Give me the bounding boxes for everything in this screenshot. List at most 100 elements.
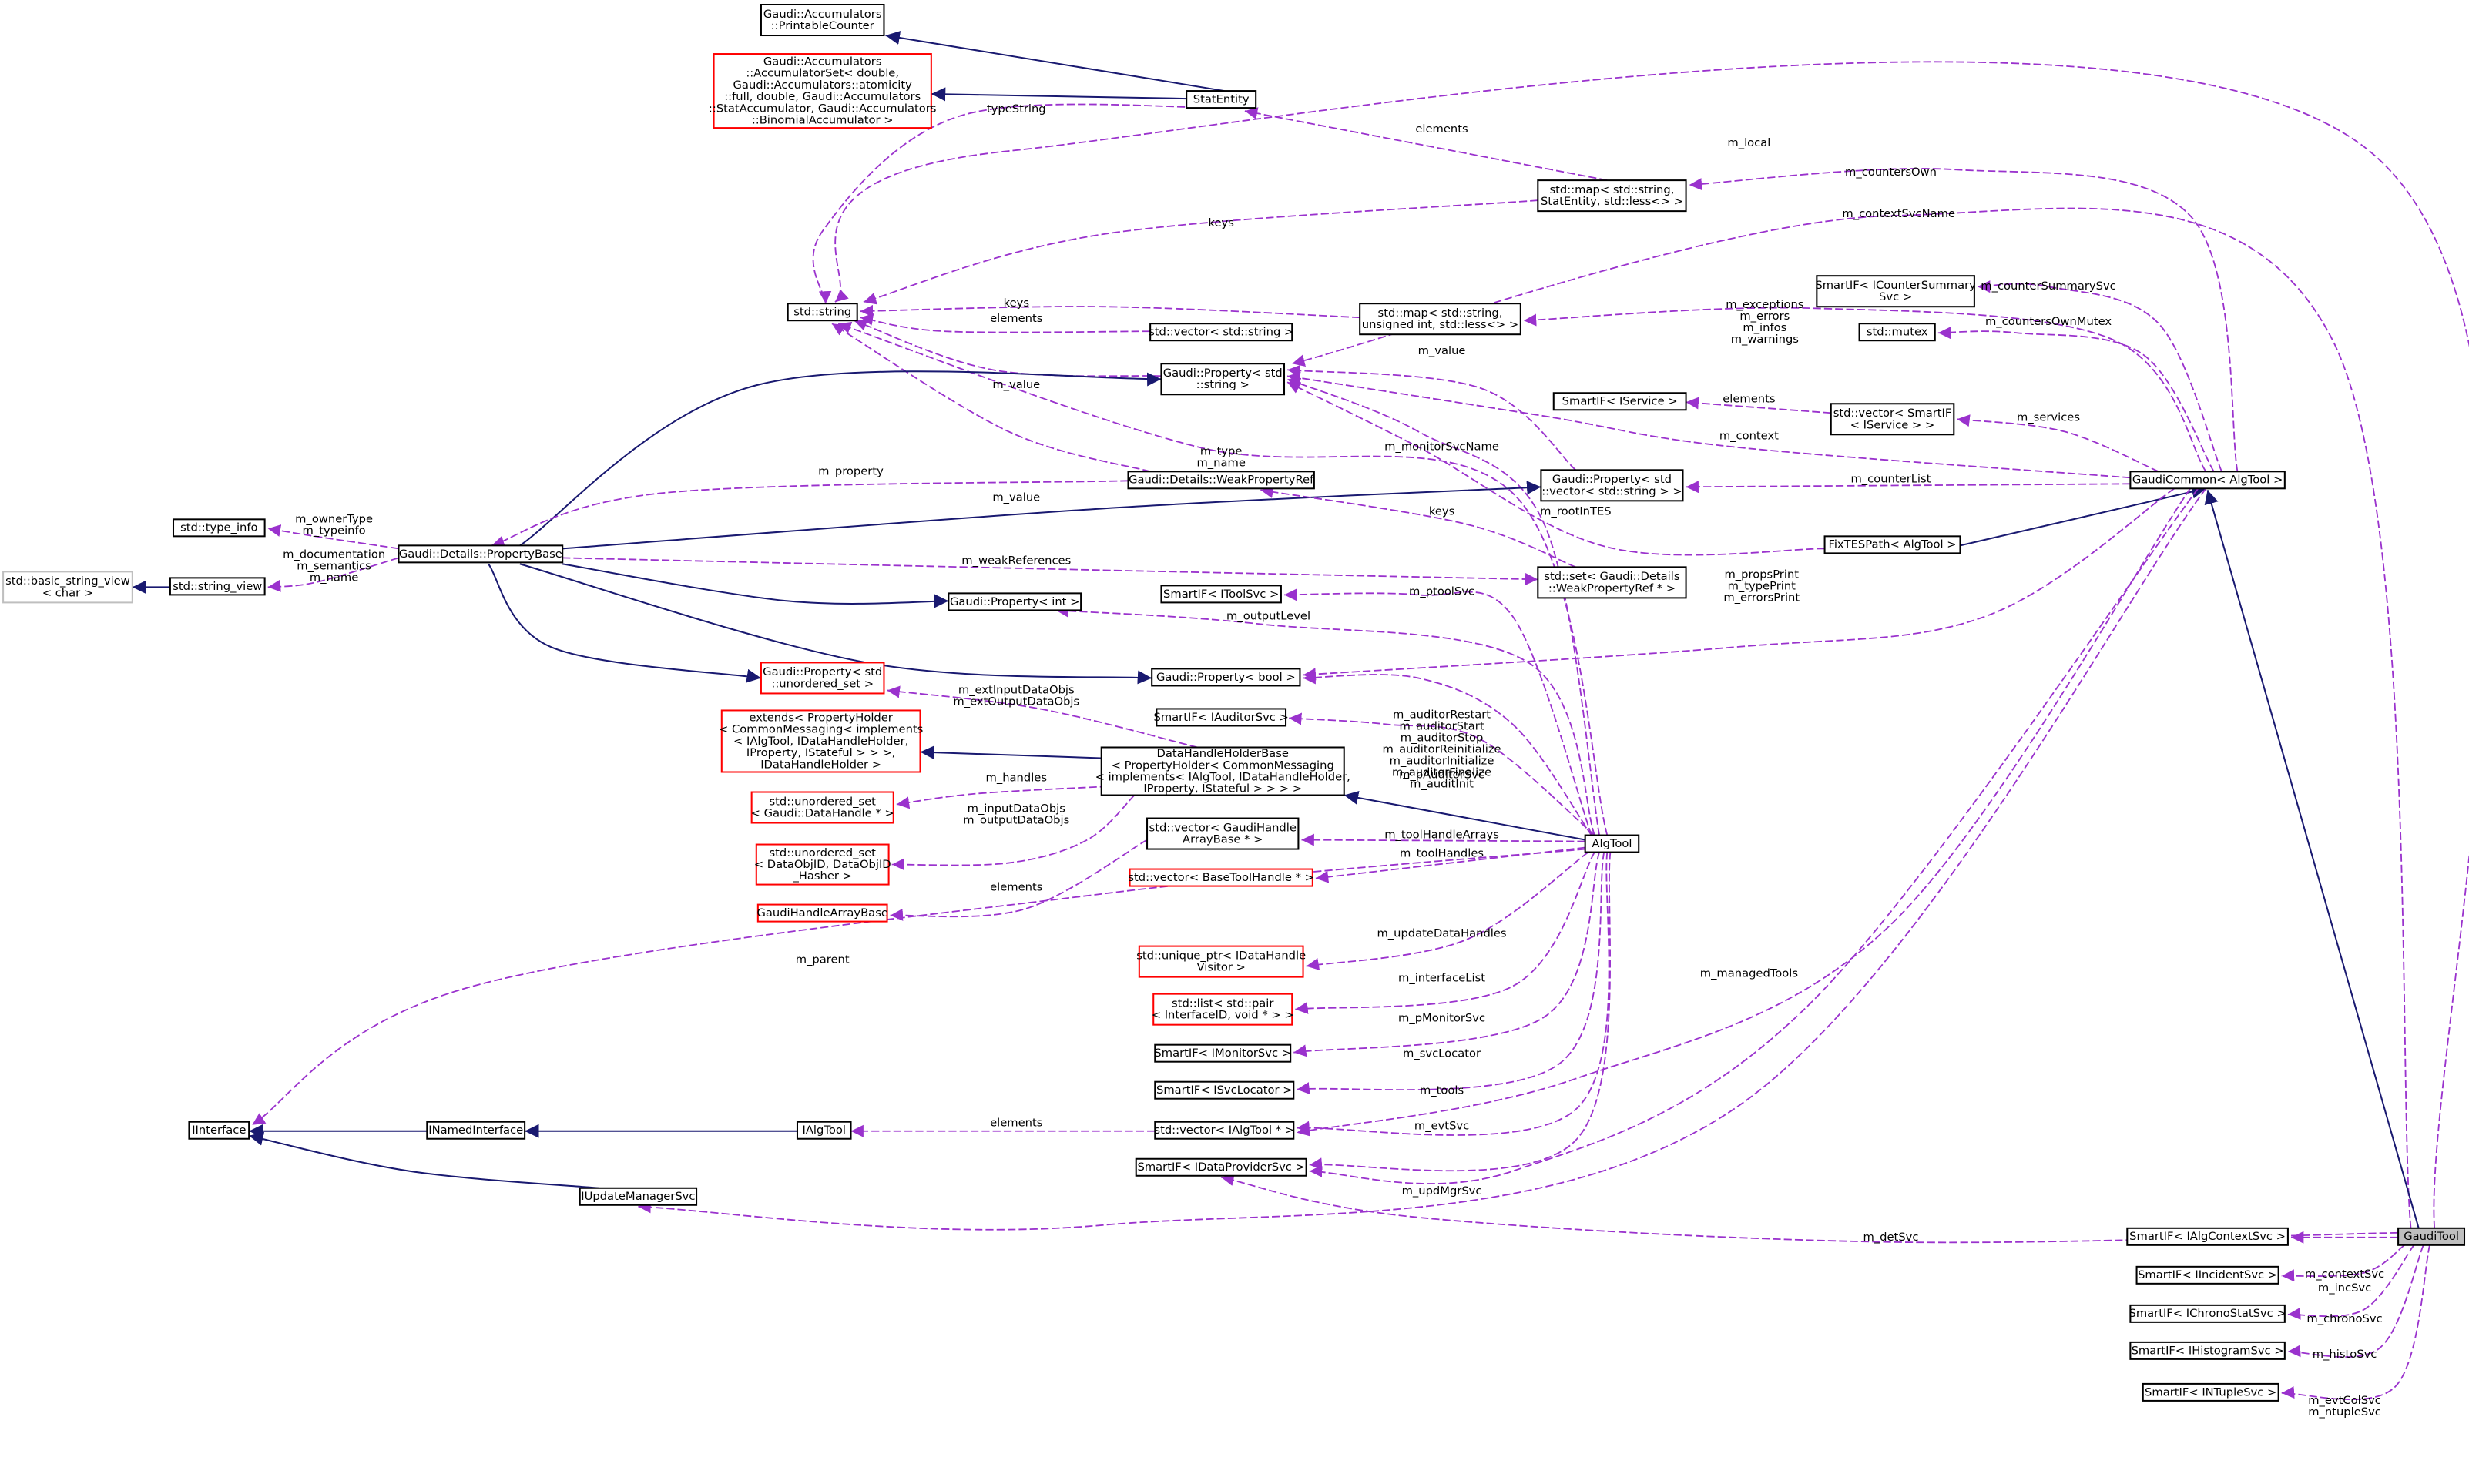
class-node-label: IDataHandleHolder >	[760, 758, 881, 771]
class-node-sihisto[interactable]: SmartIF< IHistogramSvc >	[2129, 1341, 2286, 1360]
edge-label-line: m_ntupleSvc	[2308, 1405, 2381, 1419]
class-node-simonitor[interactable]: SmartIF< IMonitorSvc >	[1154, 1043, 1292, 1063]
class-node-mutex[interactable]: std::mutex	[1858, 323, 1936, 342]
class-node-siincident[interactable]: SmartIF< IIncidentSvc >	[2135, 1265, 2279, 1285]
class-node-sitoolsvc[interactable]: SmartIF< IToolSvc >	[1160, 585, 1282, 604]
class-node-label: ::WeakPropertyRef * >	[1548, 582, 1676, 595]
usage-edge-mapstat-to-string	[863, 199, 1538, 305]
class-node-bsv[interactable]: std::basic_string_view< char >	[2, 571, 133, 604]
usage-edge-vecgha-to-ghab	[890, 839, 1148, 921]
class-node-label: SmartIF< IMonitorSvc >	[1154, 1047, 1291, 1060]
inheritance-edge-dhhb-to-extends	[920, 745, 1102, 760]
edge-label-5: m_contextSvcName	[1842, 207, 1955, 220]
class-node-printable[interactable]: Gaudi::Accumulators::PrintableCounter	[760, 4, 885, 37]
class-node-box	[169, 577, 266, 596]
usage-edge-vecstr-to-string	[860, 313, 1151, 333]
class-node-label: SmartIF< IIncidentSvc >	[2138, 1268, 2277, 1281]
class-node-statentity[interactable]: StatEntity	[1186, 90, 1257, 109]
class-node-sisvclocator[interactable]: SmartIF< ISvcLocator >	[1154, 1080, 1295, 1100]
class-node-label: ::full, double, Gaudi::Accumulators	[724, 90, 921, 103]
edge-label-40: m_interfaceList	[1398, 972, 1485, 985]
usage-edge-fixtes-to-propstr	[1286, 381, 1825, 556]
class-node-fixtes[interactable]: FixTESPath< AlgTool >	[1823, 535, 1961, 554]
class-node-mapuint[interactable]: std::map< std::string,unsigned int, std:…	[1359, 303, 1521, 336]
class-node-box	[2397, 1227, 2466, 1246]
class-node-inamed[interactable]: INamedInterface	[426, 1121, 526, 1140]
edge-label-0: typeString	[987, 102, 1046, 116]
class-node-algtool[interactable]: AlgTool	[1584, 834, 1640, 853]
class-node-sintuple[interactable]: SmartIF< INTupleSvc >	[2142, 1382, 2279, 1402]
class-node-siauditor[interactable]: SmartIF< IAuditorSvc >	[1154, 708, 1289, 727]
edge-label-line: m_updateDataHandles	[1377, 927, 1506, 940]
edge-label-line: m_pAuditorSvc	[1399, 769, 1484, 782]
class-node-gaudicommon[interactable]: GaudiCommon< AlgTool >	[2129, 471, 2286, 490]
class-node-box	[755, 843, 890, 886]
class-node-box	[172, 518, 266, 538]
usage-edge-algtool-to-sisvclocator	[1297, 852, 1605, 1095]
class-node-box	[1154, 1080, 1295, 1100]
usage-edge-gaudicommon-to-vecialgtool	[1297, 487, 2191, 1137]
edge-label-line: typeString	[987, 102, 1046, 116]
class-node-siservice[interactable]: SmartIF< IService >	[1552, 392, 1687, 411]
class-node-unsetdo[interactable]: std::unordered_set< DataObjID, DataObjID…	[754, 843, 891, 886]
class-node-propbase[interactable]: Gaudi::Details::PropertyBase	[398, 544, 564, 564]
class-node-listpair[interactable]: std::list< std::pair< InterfaceID, void …	[1152, 993, 1294, 1026]
class-node-sialgctx[interactable]: SmartIF< IAlgContextSvc >	[2126, 1227, 2289, 1246]
inheritance-edge-algtool-to-dhhb	[1344, 791, 1585, 841]
class-node-vecbth[interactable]: std::vector< BaseToolHandle * >	[1128, 868, 1314, 887]
class-node-sv[interactable]: std::string_view	[169, 577, 266, 596]
class-node-string[interactable]: std::string	[787, 303, 858, 322]
class-node-label: SmartIF< IToolSvc >	[1163, 588, 1279, 601]
edge-label-line: m_name	[1196, 456, 1245, 469]
class-node-iinterface[interactable]: IInterface	[188, 1121, 250, 1140]
class-node-mapstat[interactable]: std::map< std::string,StatEntity, std::l…	[1537, 179, 1687, 213]
edge-label-line: m_svcLocator	[1403, 1047, 1481, 1060]
class-node-box	[1537, 566, 1687, 599]
class-node-weakref[interactable]: Gaudi::Details::WeakPropertyRef	[1127, 471, 1315, 490]
class-node-box	[579, 1187, 698, 1206]
class-node-propstr[interactable]: Gaudi::Property< std::string >	[1160, 363, 1286, 396]
class-node-label: SmartIF< INTupleSvc >	[2145, 1385, 2276, 1399]
class-node-box	[720, 709, 921, 773]
class-node-sichrono[interactable]: SmartIF< IChronoStatSvc >	[2129, 1304, 2286, 1323]
class-node-propint[interactable]: Gaudi::Property< int >	[948, 592, 1082, 611]
class-node-vecgha[interactable]: std::vector< GaudiHandleArrayBase * >	[1146, 817, 1300, 850]
class-node-ghab[interactable]: GaudiHandleArrayBase	[756, 903, 888, 923]
class-node-iupdmgr[interactable]: IUpdateManagerSvc	[579, 1187, 698, 1206]
class-node-vecsiservice[interactable]: std::vector< SmartIF< IService > >	[1830, 403, 1955, 436]
class-node-vecstr[interactable]: std::vector< std::string >	[1149, 323, 1293, 342]
class-node-typeinfo[interactable]: std::type_info	[172, 518, 266, 538]
class-node-vecialgtool[interactable]: std::vector< IAlgTool * >	[1154, 1121, 1295, 1140]
class-node-extends[interactable]: extends< PropertyHolder< CommonMessaging…	[719, 709, 923, 773]
class-node-unsetdh[interactable]: std::unordered_set< Gaudi::DataHandle * …	[750, 791, 894, 824]
class-node-box	[1540, 469, 1684, 502]
edge-label-line: m_countersOwnMutex	[1985, 315, 2112, 328]
edge-label-20: m_property	[818, 464, 884, 477]
class-node-label: ArrayBase * >	[1183, 833, 1263, 846]
class-node-label: std::unordered_set	[769, 846, 876, 859]
class-node-label: < IService > >	[1850, 418, 1935, 431]
usage-edge-gaudicommon-to-sidataprov	[1309, 487, 2199, 1184]
edge-label-22: m_rootInTES	[1540, 504, 1611, 518]
class-node-dhhb[interactable]: DataHandleHolderBase< PropertyHolder< Co…	[1095, 746, 1350, 796]
class-node-box	[1156, 708, 1287, 727]
class-node-gauditool[interactable]: GaudiTool	[2397, 1227, 2466, 1246]
edge-label-35: m_toolHandles	[1400, 847, 1484, 860]
usage-edge-weakref-to-propbase	[491, 480, 1129, 548]
usage-edge-propstr-to-string	[854, 319, 1162, 377]
class-node-propbool[interactable]: Gaudi::Property< bool >	[1151, 668, 1301, 687]
class-node-box	[2126, 1227, 2289, 1246]
class-node-sidataprov[interactable]: SmartIF< IDataProviderSvc >	[1135, 1157, 1307, 1177]
class-node-propunset[interactable]: Gaudi::Property< std::unordered_set >	[760, 662, 885, 695]
class-node-ialgtool[interactable]: IAlgTool	[796, 1121, 852, 1140]
class-node-accset[interactable]: Gaudi::Accumulators::AccumulatorSet< dou…	[709, 53, 937, 129]
class-node-box	[2, 571, 133, 604]
class-node-propvecstr[interactable]: Gaudi::Property< std::vector< std::strin…	[1540, 469, 1684, 502]
class-node-setweak[interactable]: std::set< Gaudi::Details::WeakPropertyRe…	[1537, 566, 1687, 599]
class-node-label: SmartIF< ICounterSummary	[1815, 279, 1976, 292]
class-node-label: std::vector< GaudiHandle	[1149, 821, 1297, 834]
